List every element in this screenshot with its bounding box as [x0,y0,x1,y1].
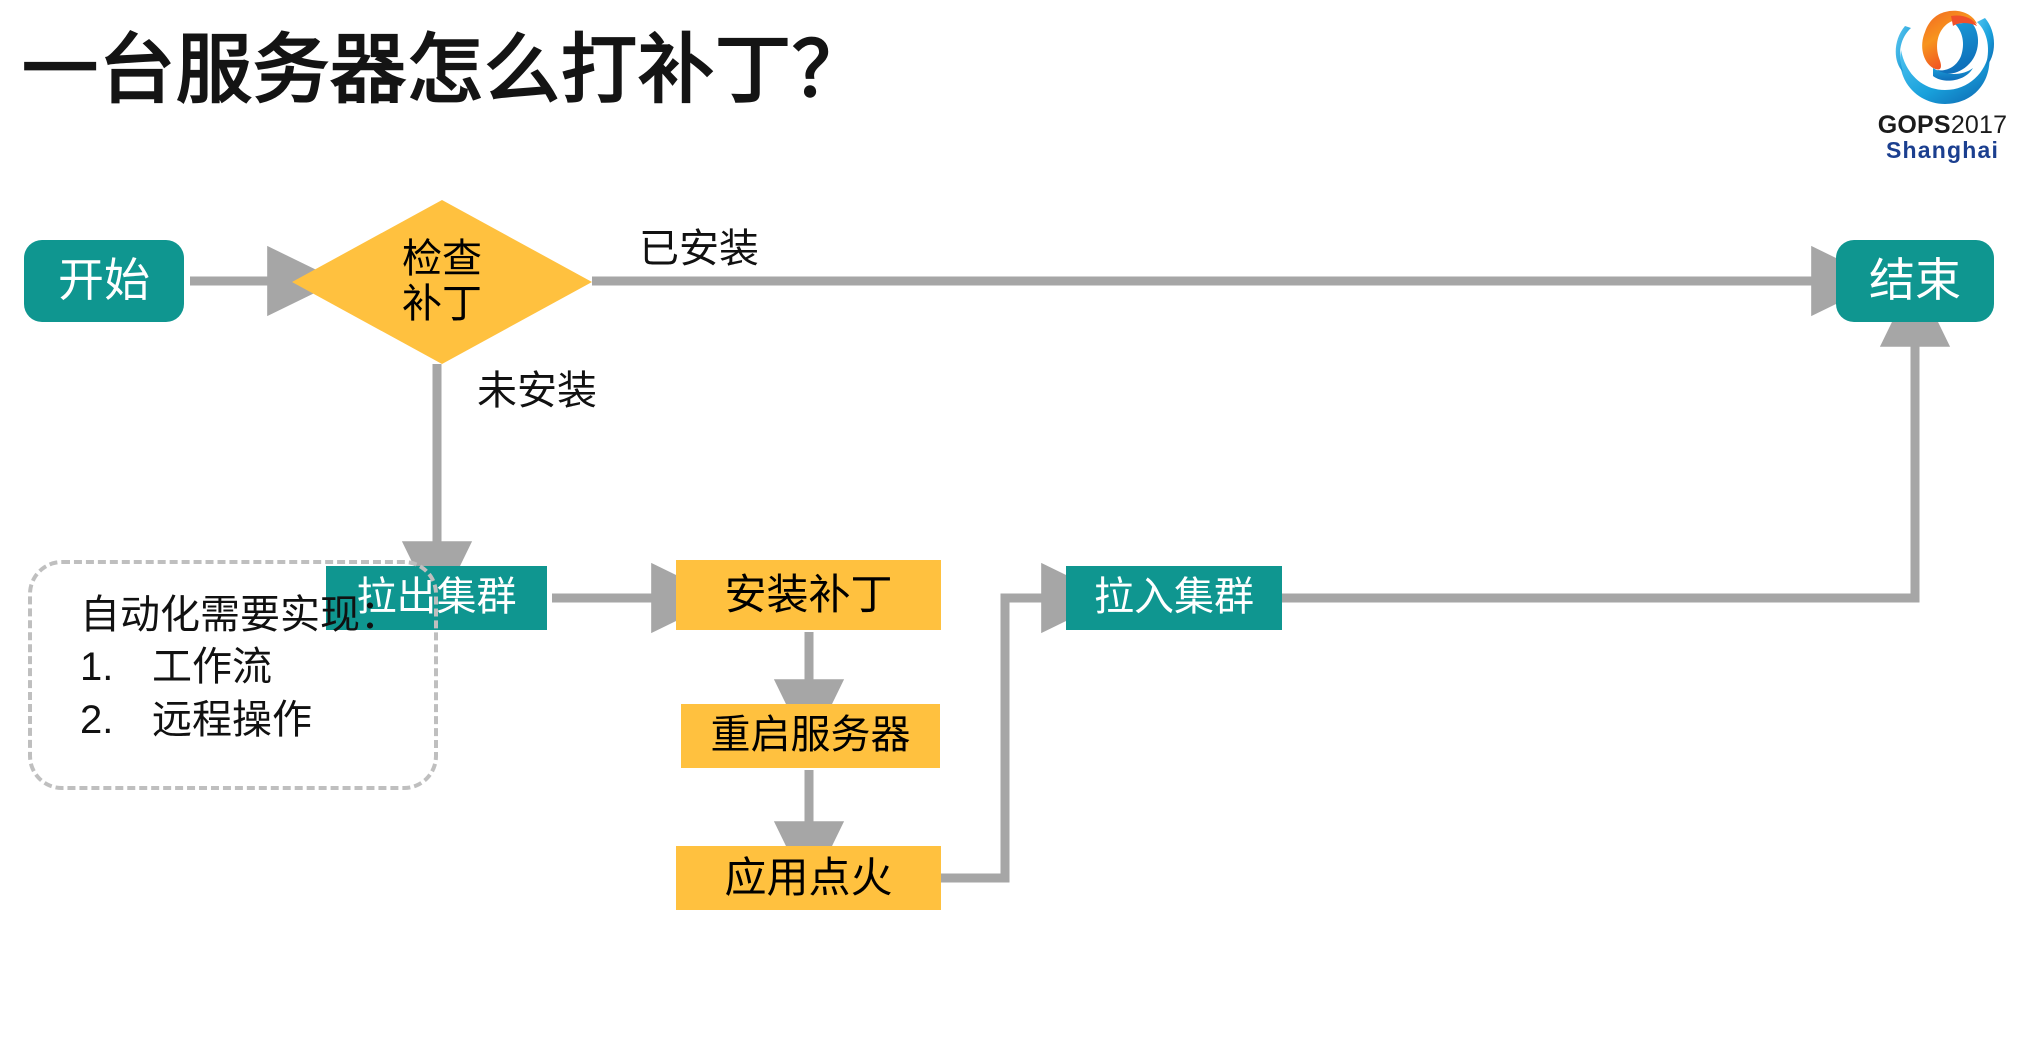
logo-brand-line: GOPS2017 [1855,112,2030,138]
edge-ignite-to-pullin [941,562,1114,883]
flow-node-start[interactable]: 开始 [24,240,184,322]
flow-node-install-patch[interactable]: 安装补丁 [676,560,941,630]
page-title: 一台服务器怎么打补丁？ [22,28,869,113]
edge-pullin-to-end [1282,274,1951,603]
edge-label-installed: 已安装 [639,227,759,271]
flow-node-reboot-server[interactable]: 重启服务器 [681,704,940,768]
gops-logo-icon [1895,10,1994,104]
list-item-number: 2. [80,697,114,742]
flow-node-app-ignite[interactable]: 应用点火 [676,846,941,910]
logo-year: 2017 [1950,111,2008,139]
flow-node-check-patch-label: 检查 补丁 [292,200,592,364]
list-item-text: 工作流 [152,645,272,690]
automation-note: 自动化需要实现： 1. 工作流 2. 远程操作 [28,560,438,790]
flow-node-check-patch[interactable]: 检查 补丁 [292,200,592,364]
list-item-text: 远程操作 [152,697,312,742]
logo-city: Shanghai [1885,137,2000,164]
flow-node-pull-in-cluster[interactable]: 拉入集群 [1066,566,1282,630]
flow-node-end[interactable]: 结束 [1836,240,1994,322]
check-patch-line2: 补丁 [402,282,482,326]
check-patch-line1: 检查 [402,237,482,282]
automation-note-heading: 自动化需要实现： [80,593,400,637]
gops-logo: GOPS2017 Shanghai [1855,6,2030,166]
list-item: 2. 远程操作 [80,694,434,747]
list-item-number: 1. [80,645,114,690]
edge-label-not-installed: 未安装 [477,369,597,413]
logo-brand: GOPS [1877,111,1951,139]
automation-note-list: 1. 工作流 2. 远程操作 [80,641,434,747]
list-item: 1. 工作流 [80,641,434,694]
